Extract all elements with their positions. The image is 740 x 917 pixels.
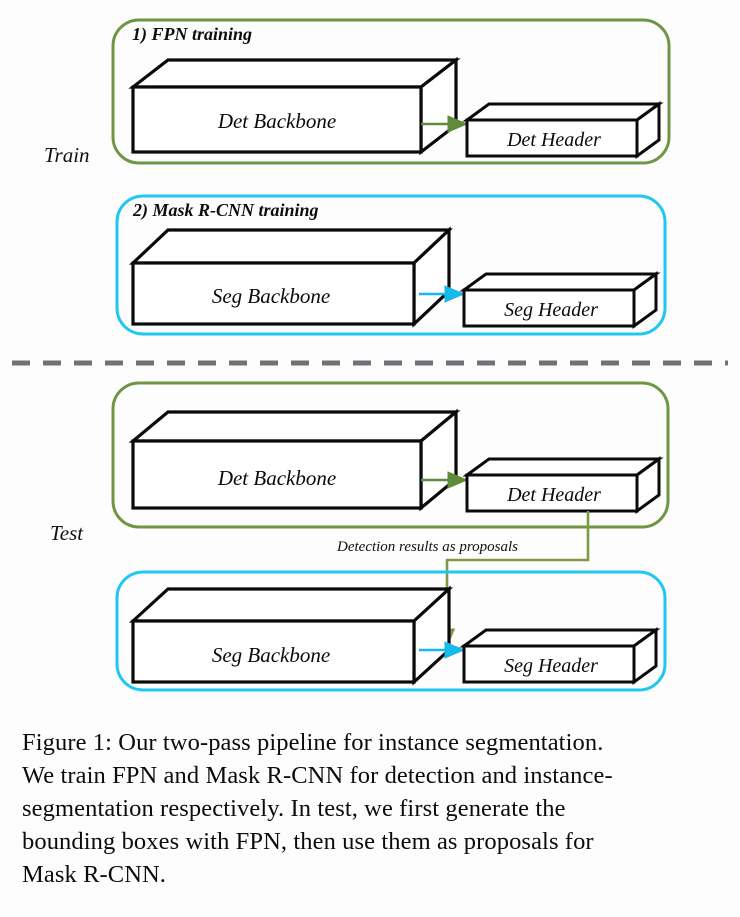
train-seg-header-label: Seg Header xyxy=(504,299,598,321)
cube-front-face xyxy=(131,85,423,154)
train-det-header-label: Det Header xyxy=(506,129,601,151)
cube-top-face xyxy=(459,272,661,292)
cube-front-face xyxy=(465,473,639,513)
caption-line: Mask R-CNN. xyxy=(22,861,167,888)
stage1-title: 1) FPN training xyxy=(132,24,252,45)
test-det-backbone-cube: Det Backbone xyxy=(128,408,461,512)
cube-front-face xyxy=(131,619,416,684)
train-seg-header-cube: Seg Header xyxy=(459,271,661,329)
train-det-backbone-cube: Det Backbone xyxy=(128,56,461,156)
pipeline-diagram: 1) FPN training Det Backbone Det Header … xyxy=(12,18,728,692)
cube-top-face xyxy=(128,228,454,265)
cube-front-face xyxy=(462,288,636,328)
cube-top-face xyxy=(128,587,454,623)
test-det-backbone-label: Det Backbone xyxy=(217,466,336,490)
train-seg-backbone-cube: Seg Backbone xyxy=(128,226,454,328)
cube-front-face xyxy=(131,261,416,326)
caption-line: Figure 1: Our two-pass pipeline for inst… xyxy=(22,729,604,756)
cube-front-face xyxy=(465,118,639,158)
caption-line: We train FPN and Mask R-CNN for detectio… xyxy=(22,762,613,789)
caption-line: segmentation respectively. In test, we f… xyxy=(22,795,566,822)
stage2-title: 2) Mask R-CNN training xyxy=(132,200,319,221)
cube-top-face xyxy=(462,102,664,122)
cube-top-face xyxy=(128,410,461,443)
caption-line: bounding boxes with FPN, then use them a… xyxy=(22,828,594,855)
test-seg-backbone-cube: Seg Backbone xyxy=(128,585,454,686)
cube-front-face xyxy=(131,439,423,510)
train-phase-label: Train xyxy=(44,143,90,167)
figure-caption: Figure 1: Our two-pass pipeline for inst… xyxy=(22,726,722,891)
train-seg-backbone-label: Seg Backbone xyxy=(212,284,330,308)
test-det-container-border xyxy=(111,381,670,529)
cube-top-face xyxy=(459,628,661,648)
train-det-header-cube: Det Header xyxy=(462,101,664,159)
test-det-header-label: Det Header xyxy=(506,484,601,506)
test-seg-group: Seg Backbone Seg Header xyxy=(115,570,667,692)
test-phase-label: Test xyxy=(50,521,84,545)
train-det-backbone-label: Det Backbone xyxy=(217,109,336,133)
test-seg-header-label: Seg Header xyxy=(504,655,598,677)
proposals-route-line xyxy=(438,511,590,648)
stage1-container-border xyxy=(111,18,671,165)
test-det-group: Det Backbone Det Header xyxy=(111,381,670,529)
proposals-flow-label: Detection results as proposals xyxy=(336,539,518,555)
test-seg-header-cube: Seg Header xyxy=(459,627,661,685)
test-seg-container-border xyxy=(115,570,667,692)
train-stage1-group: 1) FPN training Det Backbone Det Header xyxy=(111,18,671,165)
stage2-container-border xyxy=(115,194,667,336)
cube-top-face xyxy=(462,457,664,477)
train-stage2-group: 2) Mask R-CNN training Seg Backbone Seg … xyxy=(115,194,667,336)
test-seg-backbone-label: Seg Backbone xyxy=(212,643,330,667)
cube-top-face xyxy=(128,58,461,89)
test-det-header-cube: Det Header xyxy=(462,456,664,514)
cube-front-face xyxy=(462,644,636,684)
